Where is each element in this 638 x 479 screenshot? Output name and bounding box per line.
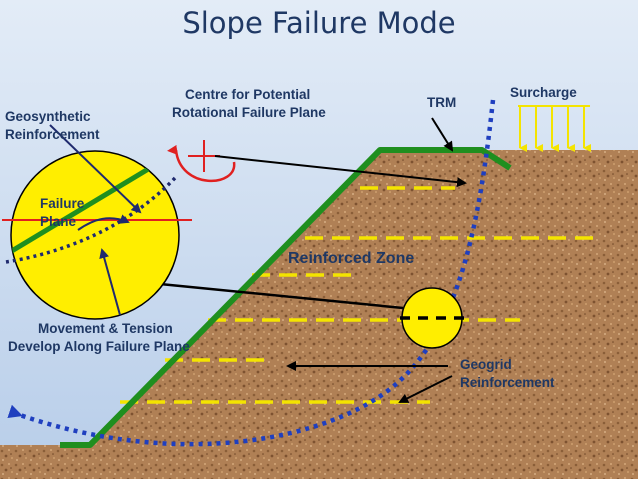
- failure-plane-line: [7, 99, 496, 447]
- failure-zone-marker: [400, 287, 466, 349]
- geosynthetic-label-line-2: Reinforcement: [5, 127, 100, 142]
- slide-title: Slope Failure Mode: [182, 6, 456, 40]
- geogrid-label: Geogrid Reinforcement: [460, 356, 555, 392]
- centre-label-line-2: Rotational Failure Plane: [172, 105, 326, 120]
- failure-plane-pointer: [77, 214, 130, 231]
- geogrid-pointer-2: [398, 375, 453, 403]
- detail-failure-plane: [5, 176, 177, 264]
- detail-connector: [159, 282, 404, 310]
- centre-pointer: [214, 155, 467, 188]
- centre-label: Centre for Potential: [185, 86, 310, 104]
- surcharge-label: Surcharge: [510, 85, 577, 100]
- slope-face-trm: [60, 147, 512, 448]
- reinforced-zone-label: Reinforced Zone: [288, 250, 415, 267]
- trm-pointer: [431, 117, 454, 152]
- centre-label-2: Rotational Failure Plane: [172, 104, 326, 122]
- geogrid-label-line-1: Geogrid: [460, 357, 512, 372]
- geogrid-layers: [120, 186, 600, 404]
- geogrid-label-line-2: Reinforcement: [460, 375, 555, 390]
- centre-label-line-1: Centre for Potential: [185, 87, 311, 102]
- geosynthetic-pointer: [49, 124, 142, 214]
- trm-label: TRM: [427, 95, 457, 110]
- surcharge-arrows: [518, 105, 591, 152]
- movement-label-2: Develop Along Failure Plane: [8, 339, 190, 354]
- failure-plane-label-line-1: Failure: [40, 196, 85, 211]
- movement-label-1: Movement & Tension: [38, 321, 173, 336]
- geosynthetic-label-line-1: Geosynthetic: [5, 109, 91, 124]
- geosynthetic-label: Geosynthetic Reinforcement: [5, 108, 100, 144]
- movement-pointer: [99, 248, 121, 316]
- soil-mass: [0, 150, 638, 479]
- failure-plane-label-line-2: Plane: [40, 214, 77, 229]
- rotation-centre-symbol: [167, 140, 236, 182]
- failure-plane-label: Failure Plane: [40, 195, 84, 231]
